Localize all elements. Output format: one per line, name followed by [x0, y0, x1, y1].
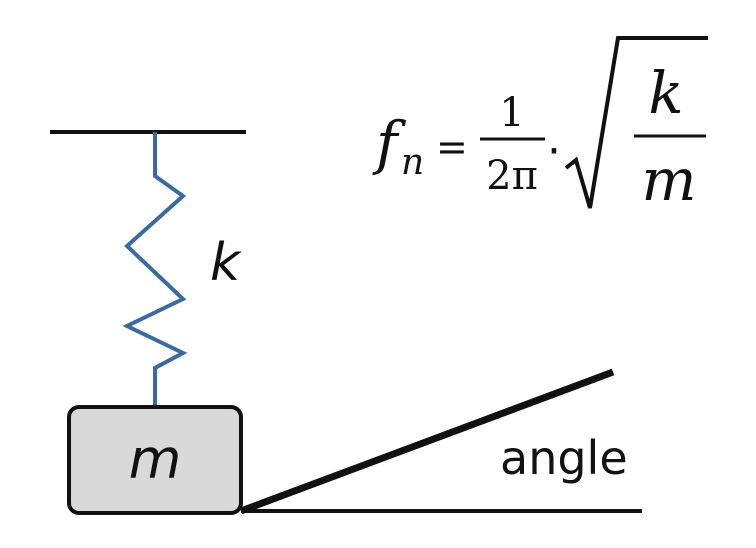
angle-label: angle	[500, 431, 628, 485]
mass-block	[67, 405, 243, 515]
formula-equals: =	[436, 125, 468, 169]
spring-constant-label: k	[210, 233, 242, 293]
incline-line	[239, 368, 615, 515]
root-denominator: m	[642, 146, 697, 214]
fraction-numerator: 1	[499, 90, 524, 136]
root-numerator: k	[648, 59, 683, 127]
fraction-denominator: 2π	[486, 153, 538, 199]
multiplication-dot: ·	[547, 126, 561, 177]
mass-label: m	[129, 428, 182, 491]
radical-sign	[564, 36, 708, 209]
natural-frequency-formula: f n = 1 2π · k m	[372, 36, 708, 214]
formula-lhs-subscript: n	[401, 142, 424, 183]
spring	[122, 132, 188, 406]
